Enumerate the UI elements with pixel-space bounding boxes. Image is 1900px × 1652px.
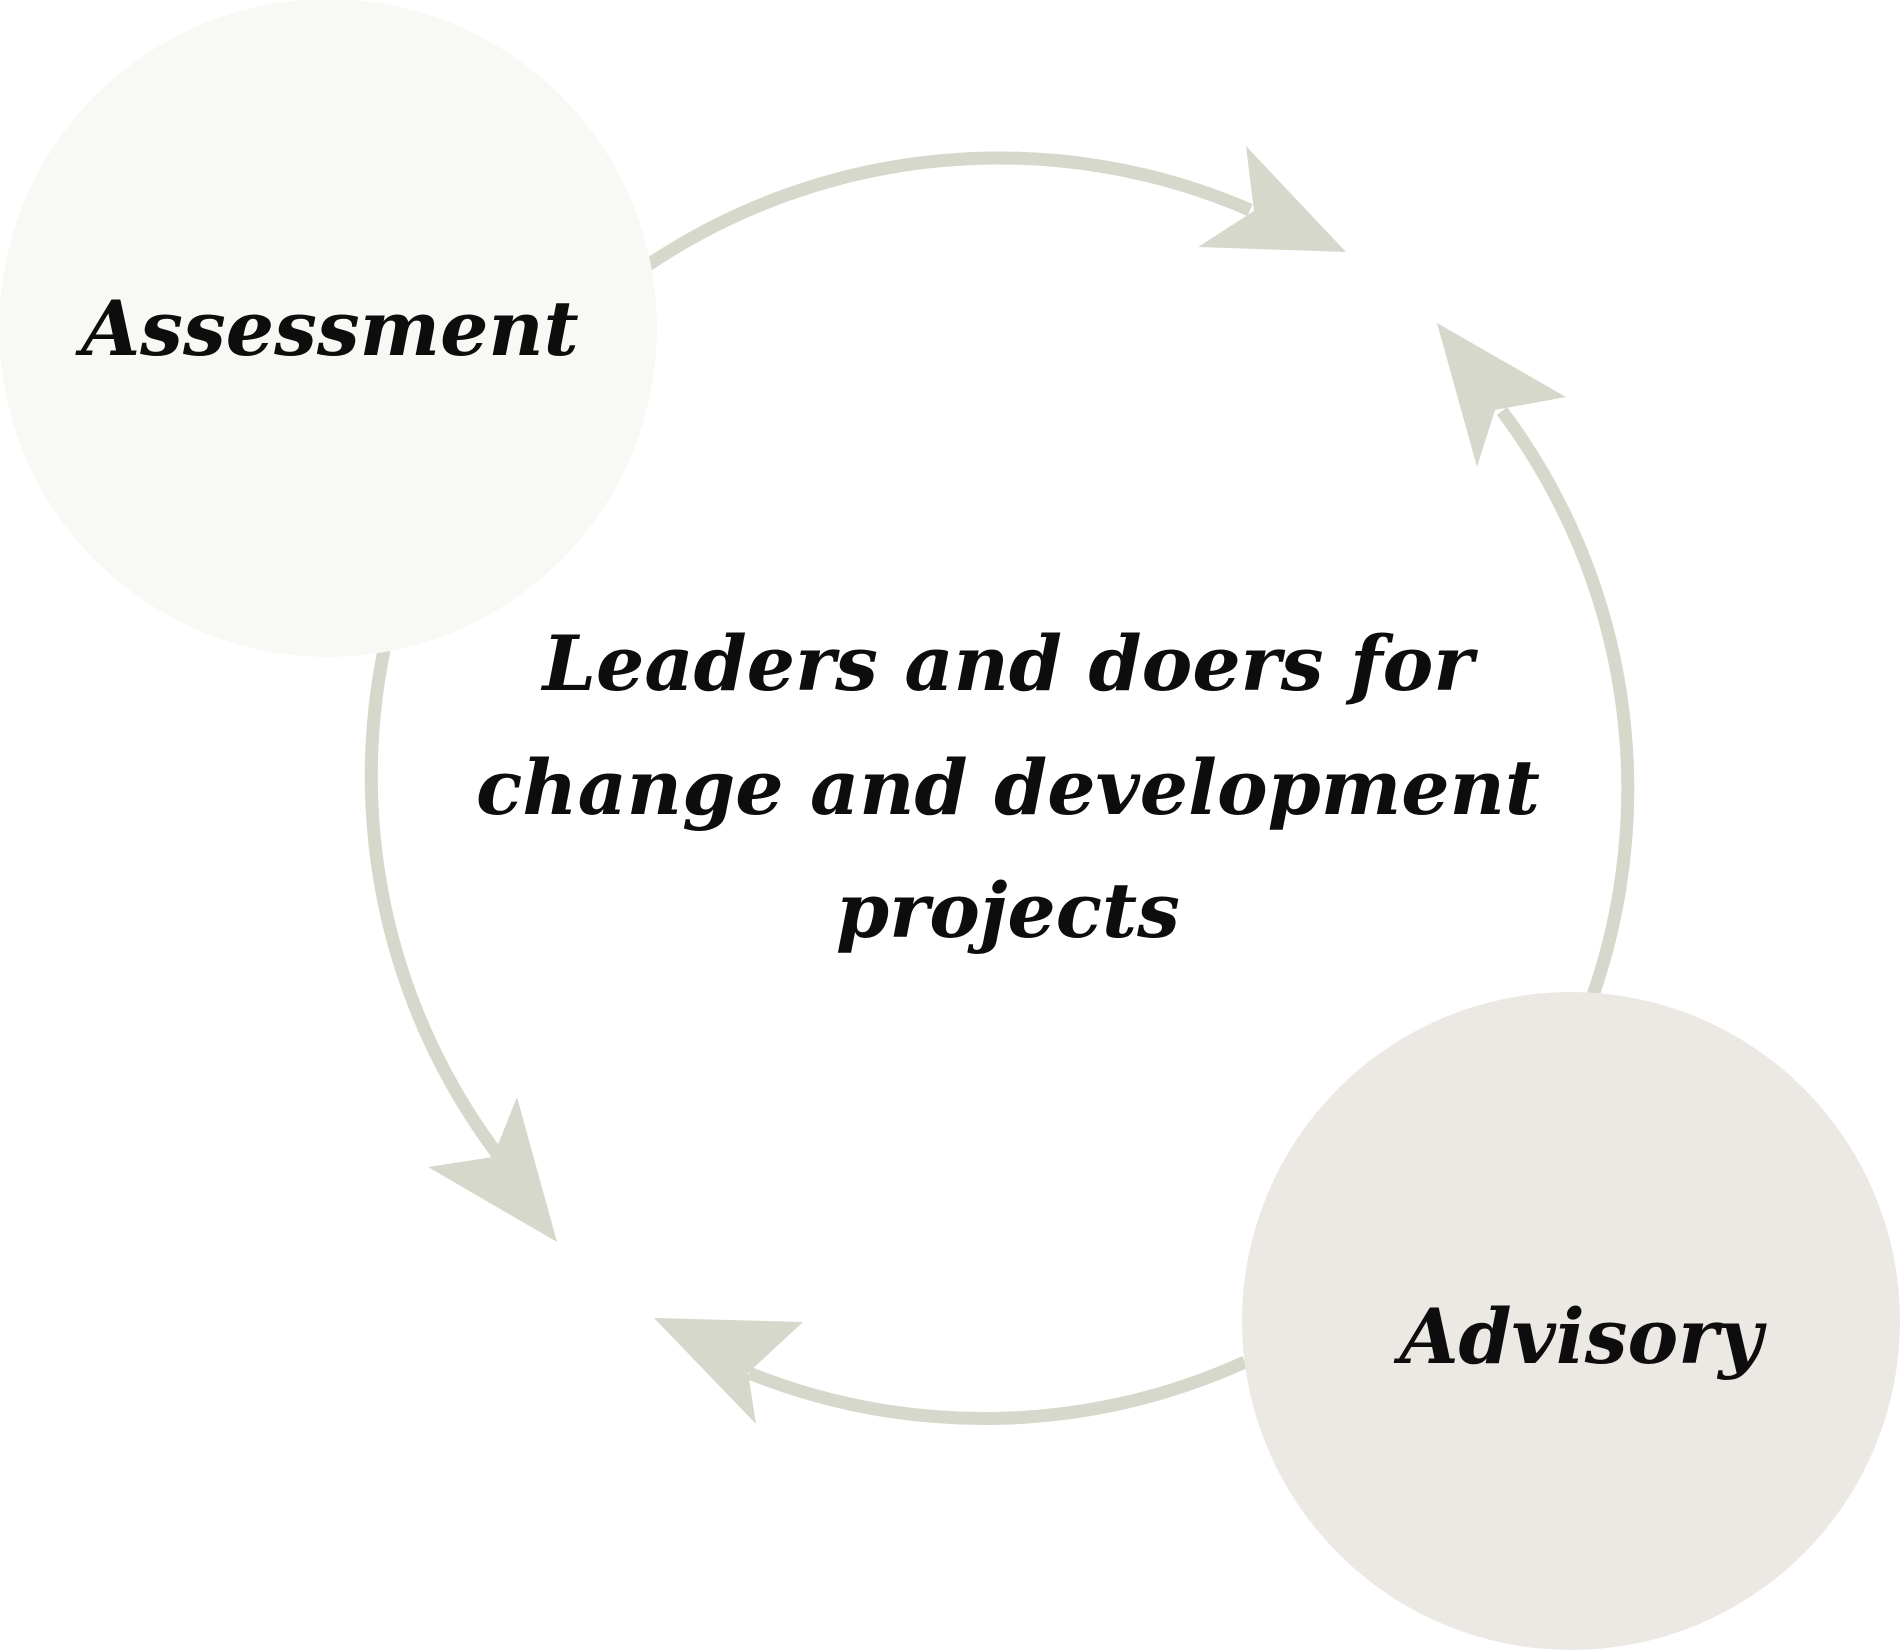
cycle-arrows (364, 146, 1635, 1426)
arrow-arc-top (644, 151, 1253, 271)
node-advisory-circle (1242, 992, 1900, 1650)
node-assessment-label: Assessment (75, 284, 579, 373)
arrowhead-left-down-icon (428, 1097, 557, 1242)
center-caption: Leaders and doers for change and develop… (476, 619, 1540, 955)
arrow-arc-bottom (746, 1356, 1248, 1426)
node-advisory: Advisory (1242, 992, 1900, 1650)
center-caption-line-2: change and development (476, 743, 1540, 832)
arrowhead-bottom-left-icon (654, 1318, 803, 1424)
arrowhead-right-up-icon (1437, 323, 1566, 467)
node-assessment-circle (0, 0, 657, 657)
node-advisory-label: Advisory (1394, 1292, 1768, 1381)
node-assessment: Assessment (0, 0, 657, 657)
arrow-arc-right (1496, 407, 1635, 1001)
arrowhead-top-right-icon (1198, 146, 1346, 252)
center-caption-line-3: projects (836, 866, 1180, 955)
arrow-arc-left (364, 648, 504, 1159)
center-caption-line-1: Leaders and doers for (541, 619, 1479, 708)
